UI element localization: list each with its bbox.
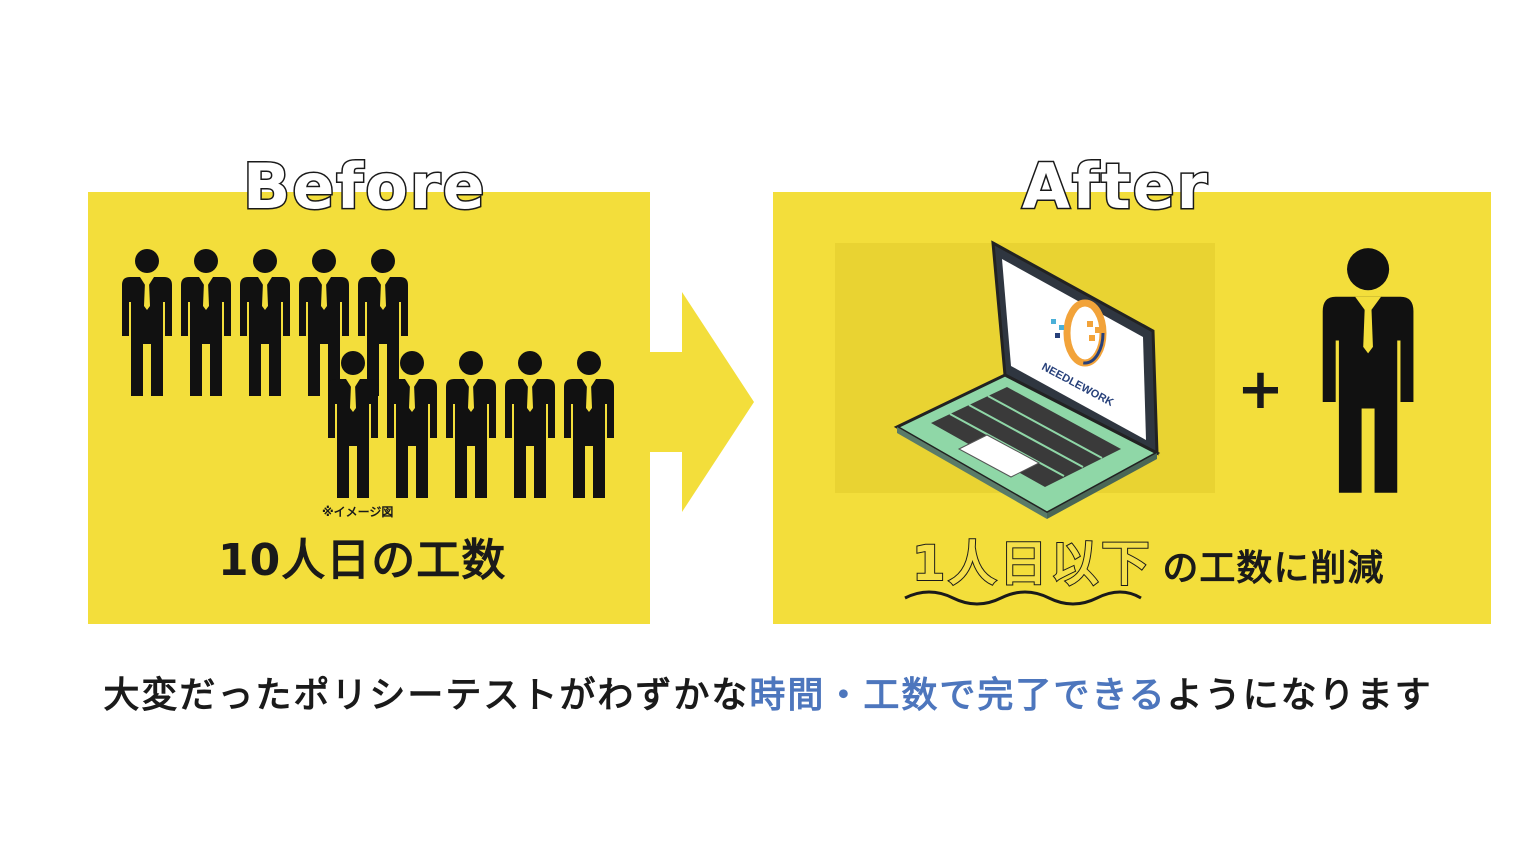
after-caption: 1人日以下 の工数に削減 — [911, 536, 1385, 595]
person-icon — [446, 351, 496, 498]
after-heading: After — [1020, 149, 1210, 225]
person-icon — [181, 249, 231, 396]
before-people-group — [122, 249, 614, 498]
after-caption-highlight: 1人日以下 — [911, 536, 1153, 592]
right-arrow-icon — [648, 292, 754, 512]
person-icon — [240, 249, 290, 396]
plus-sign: + — [1237, 357, 1284, 422]
wavy-underline — [904, 590, 1142, 606]
person-icon — [1322, 248, 1414, 493]
after-caption-rest: の工数に削減 — [1162, 548, 1385, 589]
person-icon — [564, 351, 614, 498]
person-icon — [505, 351, 555, 498]
before-caption: 10人日の工数 — [218, 535, 507, 586]
bottom-caption: 大変だったポリシーテストがわずかな時間・工数で完了できるようになります — [0, 666, 1536, 718]
arrow-shape — [648, 292, 754, 512]
bottom-caption-highlight: 時間・工数で完了できる — [749, 675, 1167, 716]
bottom-caption-part1: 大変だったポリシーテストがわずかな — [103, 675, 750, 716]
laptop-icon: NEEDLEWORK — [835, 240, 1215, 519]
person-icon — [358, 249, 408, 396]
bottom-caption-part3: ようになります — [1166, 675, 1433, 716]
before-heading: Before — [242, 149, 487, 225]
image-note: ※イメージ図 — [322, 505, 394, 519]
person-icon — [299, 249, 349, 396]
person-icon — [122, 249, 172, 396]
